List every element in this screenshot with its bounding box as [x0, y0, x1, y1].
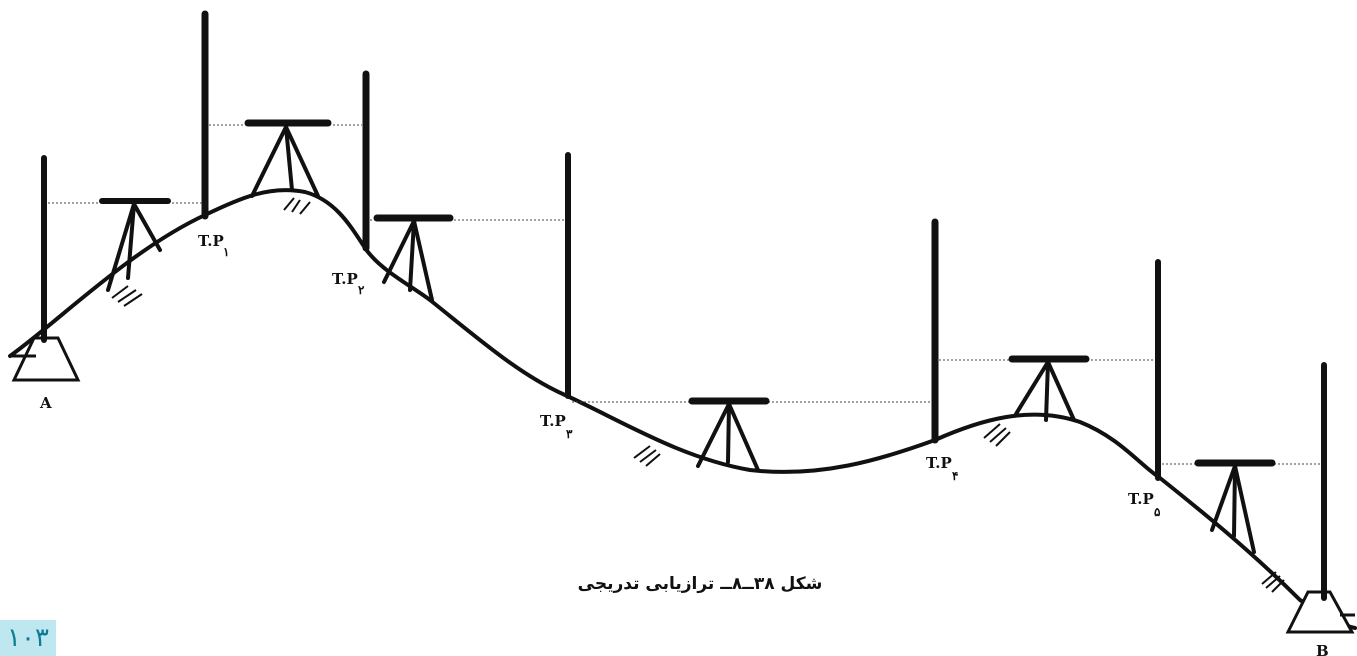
tp-label-1: T.P ۱	[198, 232, 229, 259]
tripod-2	[244, 119, 332, 198]
tp-2-text: T.P	[332, 270, 358, 288]
benchmark-b: B	[1285, 590, 1355, 656]
tp-5-text: T.P	[1128, 490, 1154, 508]
tp-label-4: T.P ۴	[926, 454, 958, 483]
tp-2-sub: ۲	[358, 283, 365, 297]
tp-1-sub: ۱	[223, 245, 229, 259]
tripod-6	[1194, 459, 1276, 554]
tripod-4	[688, 397, 770, 472]
figure-caption: شکل ۳۸ــ۸ــ ترازیابی تدریجی	[577, 574, 823, 594]
tp-5-sub: ۵	[1154, 505, 1161, 519]
ground-hatching	[111, 197, 1285, 593]
tp-3-text: T.P	[540, 412, 566, 430]
tripod-5	[1008, 355, 1090, 422]
tp-label-5: T.P ۵	[1128, 490, 1161, 519]
tripod-1	[99, 198, 171, 292]
label-b: B	[1316, 642, 1329, 656]
tp-label-2: T.P ۲	[332, 270, 365, 297]
ground-profile	[8, 188, 1357, 630]
tp-label-3: T.P ۳	[540, 412, 573, 441]
benchmark-a: A	[10, 336, 81, 412]
label-a: A	[39, 394, 52, 412]
tp-1-text: T.P	[198, 232, 224, 250]
tp-4-sub: ۴	[952, 469, 958, 483]
tp-4-text: T.P	[926, 454, 952, 472]
page-number: ۱۰۳	[0, 620, 56, 656]
tripod-3	[373, 214, 454, 302]
tp-3-sub: ۳	[566, 427, 573, 441]
